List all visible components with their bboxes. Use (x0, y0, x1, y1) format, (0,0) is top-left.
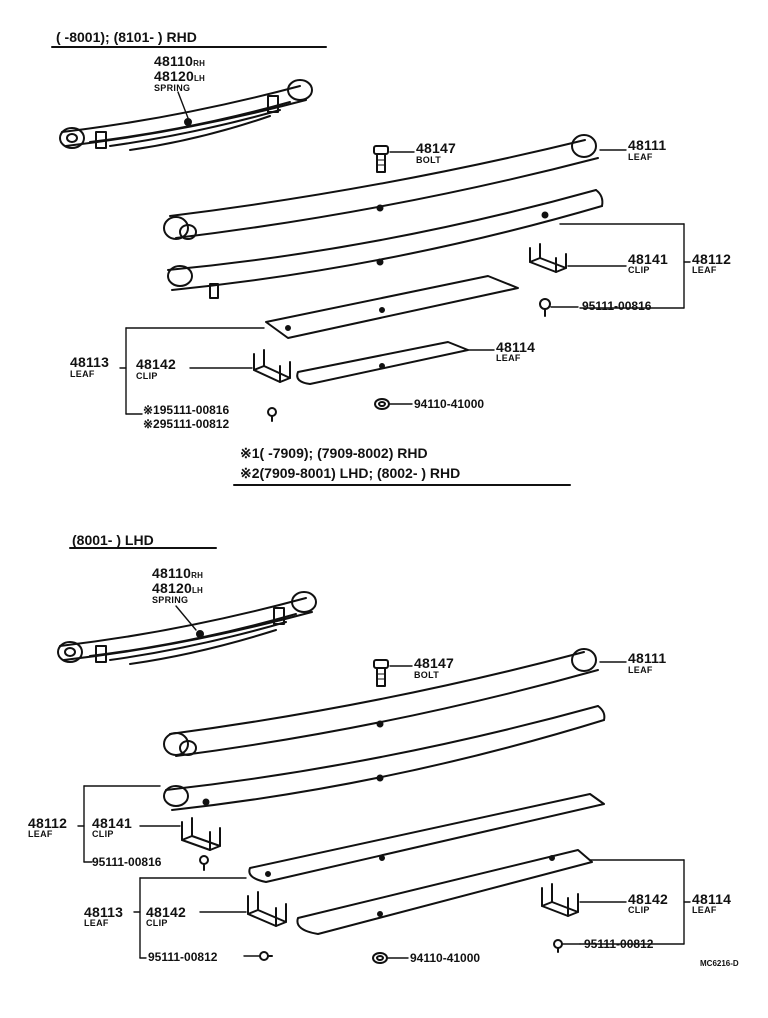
bottom-leaf3-pn: 48113 (84, 904, 124, 920)
bottom-screw1: 95111-00816 (92, 855, 162, 869)
top-screw-drawing (540, 299, 578, 316)
top-spring-pn-rh-num: 48110 (154, 53, 194, 69)
bottom-screw3-drawing (554, 940, 580, 952)
top-nut: 94110-41000 (414, 397, 485, 411)
bottom-bracket-48113 (134, 878, 246, 958)
bottom-clip3-pn: 48142 (628, 891, 668, 907)
bottom-spring-pn-lh: 48120LH (152, 581, 203, 595)
bottom-screw3: 95111-00812 (584, 937, 654, 951)
top-spring-pn-lh-num: 48120 (154, 68, 194, 84)
top-spring-name: SPRING (154, 83, 191, 93)
bottom-clip2-pn: 48142 (146, 904, 186, 920)
bottom-leaf-48113-drawing (249, 794, 604, 882)
top-note-screw-drawing (268, 408, 276, 421)
top-clip-48142-drawing (190, 350, 290, 382)
top-leaf-48114-drawing (297, 342, 494, 384)
top-clip-48141-drawing (530, 244, 626, 272)
bottom-leaf-48114-drawing (297, 850, 592, 934)
bottom-spring-pn-lh-num: 48120 (152, 580, 192, 596)
top-bolt-drawing (374, 146, 414, 172)
top-leaf-48111-drawing (164, 135, 626, 239)
bottom-screw1-drawing (200, 856, 208, 870)
top-note-screw1: ※195111-00816 (143, 403, 230, 417)
top-spring-pn-rh: 48110RH (154, 54, 205, 68)
bottom-leaf1-pn: 48111 (628, 650, 667, 666)
top-spring-side-rh: RH (193, 59, 206, 68)
bottom-leaf2-name: LEAF (28, 829, 53, 839)
bottom-clip-name: CLIP (92, 829, 114, 839)
bottom-spring-side-rh: RH (191, 571, 204, 580)
top-clip-name: CLIP (628, 265, 650, 275)
top-clip-pn: 48141 (628, 251, 668, 267)
bottom-leaf1-name: LEAF (628, 665, 653, 675)
bottom-clip3-name: CLIP (628, 905, 650, 915)
bottom-leaf-48112-drawing (164, 706, 604, 810)
top-leaf1-name: LEAF (628, 152, 653, 162)
top-header: ( -8001); (8101- ) RHD (56, 29, 197, 45)
top-spring-side-lh: LH (193, 74, 206, 83)
bottom-spring-assembly-drawing (58, 592, 316, 664)
top-bolt-pn: 48147 (416, 140, 456, 156)
top-note-screw2: ※295111-00812 (143, 417, 230, 431)
bottom-spring-pn-rh: 48110RH (152, 566, 203, 580)
top-leaf-48113-drawing (266, 276, 518, 338)
top-leaf2-pn: 48112 (692, 251, 732, 267)
top-bracket-48113 (120, 328, 264, 414)
bottom-header: (8001- ) LHD (72, 532, 154, 548)
bottom-leaf4-name: LEAF (692, 905, 717, 915)
bottom-leaf4-pn: 48114 (692, 891, 732, 907)
bottom-bolt-drawing (374, 660, 412, 686)
top-spring-pn-lh: 48120LH (154, 69, 205, 83)
top-bracket-48112 (560, 224, 690, 308)
top-spring-assembly-drawing (60, 80, 312, 150)
bottom-bolt-name: BOLT (414, 670, 440, 680)
top-bolt-name: BOLT (416, 155, 442, 165)
bottom-clip-48141-drawing (140, 818, 220, 850)
top-leaf3-name: LEAF (70, 369, 95, 379)
top-screw1: 95111-00816 (582, 299, 652, 313)
top-leaf3-pn: 48113 (70, 354, 110, 370)
diagram-ref-code: MC6216-D (700, 959, 739, 968)
bottom-spring-pn-rh-num: 48110 (152, 565, 192, 581)
top-nut-drawing (375, 399, 412, 409)
bottom-spring-name: SPRING (152, 595, 189, 605)
top-clip2-name: CLIP (136, 371, 158, 381)
top-leaf2-name: LEAF (692, 265, 717, 275)
bottom-bracket-48112 (78, 786, 160, 862)
note-1: ※1( -7909); (7909-8002) RHD (240, 445, 428, 461)
bottom-screw2: 95111-00812 (148, 950, 218, 964)
top-leaf1-pn: 48111 (628, 137, 667, 153)
bottom-clip-48142-right-drawing (542, 884, 626, 916)
bottom-screw2-drawing (244, 952, 272, 960)
top-clip2-pn: 48142 (136, 356, 176, 372)
bottom-spring-side-lh: LH (191, 586, 204, 595)
bottom-clip2-name: CLIP (146, 918, 168, 928)
bottom-nut: 94110-41000 (410, 951, 481, 965)
bottom-clip-pn: 48141 (92, 815, 132, 831)
bottom-leaf-48111-drawing (164, 649, 626, 756)
bottom-bracket-48114 (580, 860, 690, 944)
top-leaf-48112-drawing (168, 190, 602, 298)
top-leaf4-pn: 48114 (496, 339, 536, 355)
bottom-nut-drawing (373, 953, 408, 963)
bottom-clip-48142-left-drawing (200, 892, 286, 926)
bottom-leaf2-pn: 48112 (28, 815, 68, 831)
note-2: ※2(7909-8001) LHD; (8002- ) RHD (240, 465, 461, 481)
top-leaf4-name: LEAF (496, 353, 521, 363)
bottom-leaf3-name: LEAF (84, 918, 109, 928)
bottom-bolt-pn: 48147 (414, 655, 454, 671)
